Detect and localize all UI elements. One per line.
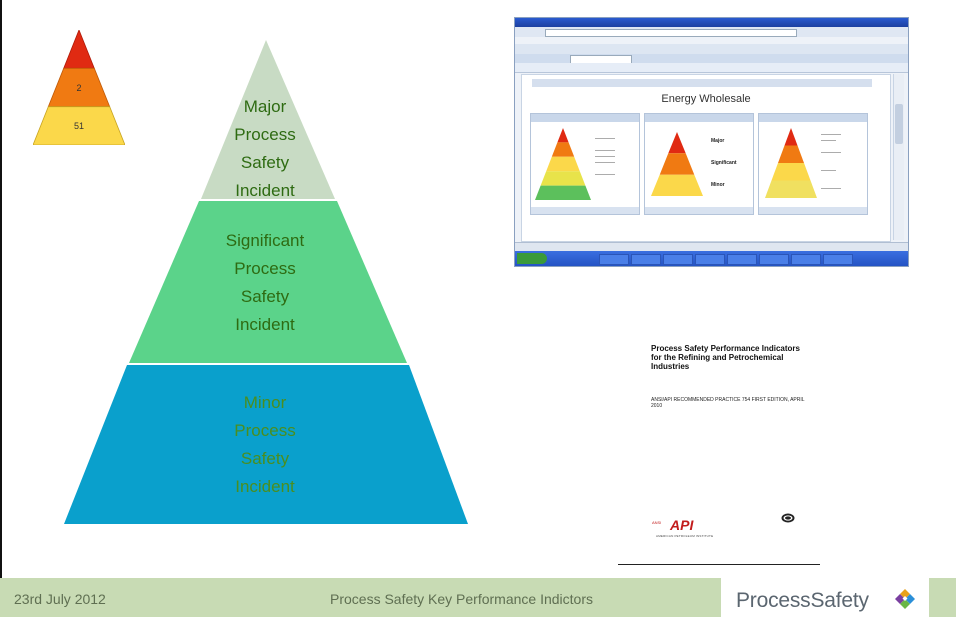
browser-tabs xyxy=(515,54,908,65)
document-rule xyxy=(618,564,820,565)
left-border xyxy=(0,0,2,578)
menu-bar xyxy=(515,37,908,44)
dashboard-title: Energy Wholesale xyxy=(661,93,751,105)
mini-pyramid-middle-value: 2 xyxy=(76,83,81,93)
mini-pyramid: 2 51 xyxy=(33,30,125,145)
svg-text:ANSI: ANSI xyxy=(652,520,661,525)
process-safety-logo: ProcessSafety xyxy=(736,589,869,612)
label-line: Major xyxy=(243,97,287,116)
start-button xyxy=(517,253,547,264)
panel-pyramid-icon xyxy=(651,132,703,196)
dashboard-page: Energy Wholesale ———————————————————— Ma… xyxy=(521,74,891,242)
label-minor-incident: Minor Process Safety Incident xyxy=(190,389,340,501)
pyramid-level-major xyxy=(201,40,335,199)
label-significant-incident: Significant Process Safety Incident xyxy=(190,227,340,339)
label-line: Safety xyxy=(240,287,290,306)
process-safety-pyramid xyxy=(64,40,468,524)
pyramid-level-minor xyxy=(64,365,468,524)
panel-pyramid-icon xyxy=(535,128,591,200)
status-bar xyxy=(515,242,908,251)
document-title: Process Safety Performance Indicators fo… xyxy=(651,344,800,371)
panel-label-minor: Minor xyxy=(711,182,725,188)
label-line: Safety xyxy=(240,153,290,172)
command-bar xyxy=(515,63,908,73)
api-logo-subtitle: AMERICAN PETROLEUM INSTITUTE xyxy=(656,534,714,538)
document-subtitle: ANSI/API RECOMMENDED PRACTICE 754 FIRST … xyxy=(651,397,805,409)
windows-taskbar xyxy=(515,251,908,266)
label-major-incident: Major Process Safety Incident xyxy=(205,93,325,205)
logo-area xyxy=(721,578,929,617)
label-line: Process xyxy=(234,125,296,144)
label-line: Process xyxy=(234,259,296,278)
browser-titlebar xyxy=(515,18,908,27)
panel-label-significant: Significant xyxy=(711,160,737,166)
ansi-seal-icon xyxy=(781,513,795,523)
pyramid-level-significant xyxy=(129,201,407,363)
label-line: Incident xyxy=(235,477,295,496)
dashboard-screenshot: Energy Wholesale ———————————————————— Ma… xyxy=(514,17,909,267)
svg-text:API: API xyxy=(669,517,694,532)
panel-label-major: Major xyxy=(711,138,725,144)
label-line: Process xyxy=(234,421,296,440)
scrollbar xyxy=(893,74,904,240)
dashboard-panel-1: ———————————————————— xyxy=(530,113,640,215)
mini-pyramid-bottom-value: 51 xyxy=(74,121,84,131)
label-line: Safety xyxy=(240,449,290,468)
label-line: Minor xyxy=(243,393,287,412)
api-logo: ANSI API xyxy=(652,517,694,532)
dashboard-panel-2: Major Significant Minor xyxy=(644,113,754,215)
footer-title: Process Safety Key Performance Indictors xyxy=(330,591,593,607)
mini-pyramid-bottom xyxy=(33,106,125,145)
label-line: Incident xyxy=(235,315,295,334)
footer-date: 23rd July 2012 xyxy=(14,591,106,607)
label-line: Incident xyxy=(235,181,295,200)
process-safety-cross-icon xyxy=(895,589,915,609)
panel-pyramid-icon xyxy=(765,128,817,198)
label-line: Significant xyxy=(225,231,305,250)
dashboard-panel-3: —————————————————— xyxy=(758,113,868,215)
